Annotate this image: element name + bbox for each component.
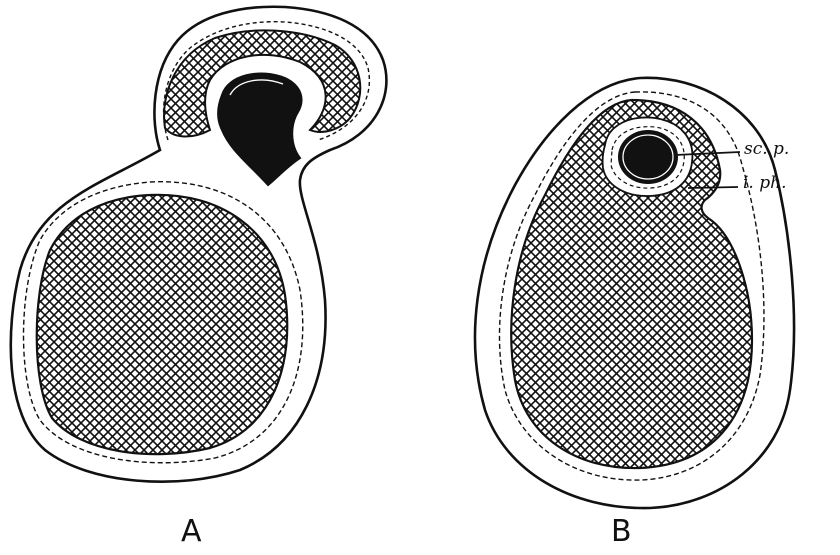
panel-label-a: A xyxy=(181,514,202,549)
panel-label-b: B xyxy=(611,514,632,549)
label-i-ph: i. ph. xyxy=(743,173,786,193)
panel-b-black-nucleus xyxy=(618,130,678,184)
label-sc-p: sc. p. xyxy=(744,139,789,159)
panel-a-hatched-body xyxy=(37,195,288,454)
panel-a-drawing xyxy=(11,7,387,482)
leader-line-iph xyxy=(688,187,738,188)
